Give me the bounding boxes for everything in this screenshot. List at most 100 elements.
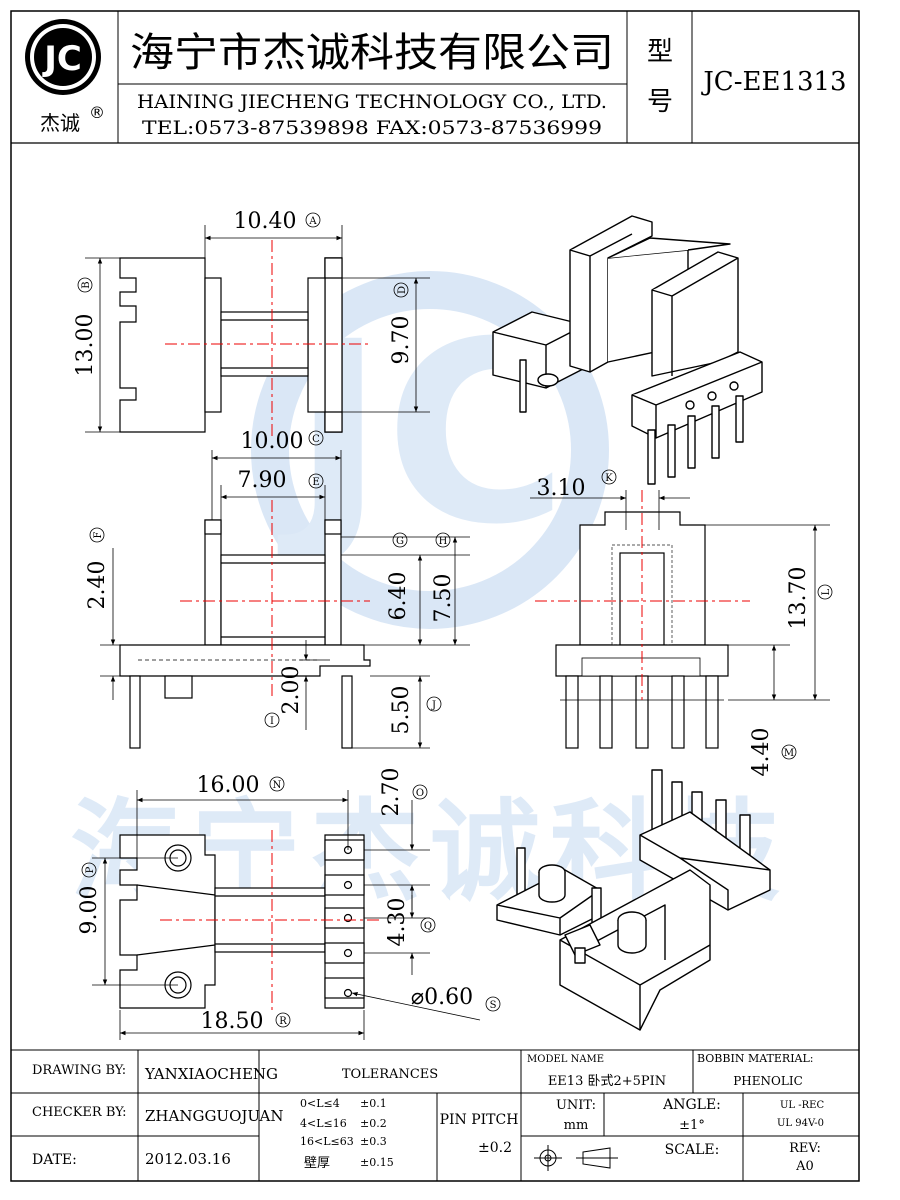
tol-range: 16<L≤63 bbox=[300, 1135, 354, 1148]
dim-O-value: 2.70 bbox=[379, 768, 404, 817]
dim-M: 4.40 M bbox=[749, 728, 797, 777]
dim-P-value: 9.00 bbox=[77, 886, 102, 935]
dim-D-value: 9.70 bbox=[389, 316, 414, 365]
dim-G: 6.40 G bbox=[386, 532, 411, 621]
sheet-border bbox=[10, 10, 860, 1182]
centerlines-view1 bbox=[165, 240, 370, 440]
centerlines-view4 bbox=[160, 830, 380, 1010]
view-side bbox=[119, 519, 371, 749]
date-label: DATE: bbox=[32, 1152, 77, 1168]
view-bottom bbox=[119, 834, 365, 1009]
dimension-labels: 10.40 A 13.00 B 9.70 D 10.00 C 7.90 E 2.… bbox=[73, 209, 833, 1034]
dim-J: 5.50 J bbox=[389, 686, 442, 735]
tolerances-label: TOLERANCES bbox=[342, 1067, 438, 1082]
dim-H: 7.50 H bbox=[431, 532, 456, 623]
dim-J-value: 5.50 bbox=[389, 686, 414, 735]
model-label-2: 号 bbox=[647, 87, 673, 117]
dim-K-value: 3.10 bbox=[537, 476, 586, 501]
date-value: 2012.03.16 bbox=[145, 1150, 231, 1168]
dim-C: 10.00 C bbox=[241, 429, 324, 454]
dim-G-value: 6.40 bbox=[386, 572, 411, 621]
angle-label: ANGLE: bbox=[662, 1097, 721, 1113]
dim-C-value: 10.00 bbox=[241, 429, 304, 454]
drawing-by-value: YANXIAOCHENG bbox=[144, 1065, 278, 1083]
checker-by-value: ZHANGGUOJUAN bbox=[145, 1107, 284, 1125]
dimensions-view3 bbox=[530, 490, 830, 701]
dim-N: 16.00 N bbox=[197, 773, 285, 798]
dim-J-mark: J bbox=[431, 700, 436, 711]
model-number: JC-EE1313 bbox=[700, 67, 846, 97]
title-block-text: DRAWING BY: YANXIAOCHENG CHECKER BY: ZHA… bbox=[32, 1052, 824, 1174]
dim-H-mark: H bbox=[439, 536, 448, 547]
dim-L-mark: L bbox=[821, 588, 832, 595]
rev-value: A0 bbox=[795, 1159, 814, 1174]
dim-K-mark: K bbox=[605, 473, 613, 484]
dim-G-mark: G bbox=[396, 536, 404, 547]
company-name-en: HAINING JIECHENG TECHNOLOGY CO., LTD. bbox=[137, 91, 607, 113]
watermark-ring bbox=[251, 271, 609, 629]
dim-D: 9.70 D bbox=[389, 282, 414, 365]
dim-P: 9.00 P bbox=[77, 862, 102, 935]
centerlines-view3 bbox=[535, 490, 750, 700]
unit-value: mm bbox=[564, 1118, 589, 1133]
rev-label: REV: bbox=[789, 1141, 821, 1156]
tol-value: ±0.15 bbox=[360, 1156, 394, 1169]
dim-M-value: 4.40 bbox=[749, 728, 774, 777]
bobbin-material-label: BOBBIN MATERIAL: bbox=[697, 1052, 814, 1065]
view-front-top bbox=[119, 257, 343, 433]
dim-S-value: ⌀0.60 bbox=[411, 985, 473, 1010]
title-block bbox=[11, 1049, 859, 1181]
dim-E: 7.90 E bbox=[238, 468, 324, 493]
registered-mark: ® bbox=[89, 103, 105, 122]
pin-pitch-value: ±0.2 bbox=[478, 1140, 512, 1156]
dim-S-mark: S bbox=[490, 1000, 497, 1011]
dim-R: 18.50 R bbox=[201, 1009, 291, 1034]
dim-B: 13.00 B bbox=[73, 277, 98, 377]
ul-94v0: UL 94V-0 bbox=[777, 1118, 824, 1129]
dim-F-mark: F bbox=[93, 531, 104, 538]
dim-A-mark: A bbox=[308, 216, 317, 227]
dim-H-value: 7.50 bbox=[431, 574, 456, 623]
dim-R-mark: R bbox=[279, 1016, 287, 1027]
tol-value: ±0.3 bbox=[360, 1135, 387, 1148]
isometric-view-top bbox=[492, 215, 763, 485]
logo-caption: 杰诚 bbox=[40, 111, 80, 135]
dim-O-mark: O bbox=[416, 788, 424, 799]
dim-K: 3.10 K bbox=[537, 469, 617, 501]
checker-by-label: CHECKER BY: bbox=[32, 1105, 127, 1120]
isometric-view-bottom bbox=[496, 769, 771, 1031]
dim-F: 2.40 F bbox=[85, 527, 110, 610]
tol-value: ±0.2 bbox=[360, 1117, 387, 1130]
dim-O: 2.70 O bbox=[379, 768, 428, 817]
dim-A-value: 10.40 bbox=[234, 209, 297, 234]
pin-pitch-label: PIN PITCH bbox=[440, 1112, 519, 1128]
dim-S: ⌀0.60 S bbox=[411, 985, 501, 1012]
dim-N-mark: N bbox=[273, 780, 282, 791]
model-name-label: MODEL NAME bbox=[527, 1054, 604, 1065]
ul-rec: UL -REC bbox=[780, 1100, 824, 1111]
dim-R-value: 18.50 bbox=[201, 1009, 264, 1034]
tolerance-rows: 0<L≤4 ±0.1 4<L≤16 ±0.2 16<L≤63 ±0.3 壁厚 ±… bbox=[300, 1097, 394, 1171]
dim-B-mark: B bbox=[81, 281, 92, 288]
dimensions-view2 bbox=[100, 450, 470, 749]
dim-A: 10.40 A bbox=[234, 209, 321, 234]
tol-range: 4<L≤16 bbox=[300, 1117, 347, 1130]
drawing-by-label: DRAWING BY: bbox=[32, 1063, 126, 1078]
dim-E-value: 7.90 bbox=[238, 468, 287, 493]
angle-value: ±1° bbox=[679, 1118, 705, 1133]
bobbin-material-value: PHENOLIC bbox=[733, 1074, 803, 1088]
dim-L-value: 13.70 bbox=[786, 567, 811, 630]
tol-value: ±0.1 bbox=[360, 1097, 387, 1110]
header: JC 杰诚 ® 海宁市杰诚科技有限公司 HAINING JIECHENG TEC… bbox=[11, 11, 859, 144]
dim-F-value: 2.40 bbox=[85, 561, 110, 610]
dim-B-value: 13.00 bbox=[73, 314, 98, 377]
dim-P-mark: P bbox=[85, 866, 96, 873]
centerlines-view2 bbox=[180, 500, 370, 700]
dim-N-value: 16.00 bbox=[197, 773, 260, 798]
model-label-1: 型 bbox=[647, 37, 673, 67]
scale-label: SCALE: bbox=[665, 1142, 720, 1158]
logo-text: JC bbox=[42, 39, 82, 79]
dim-M-mark: M bbox=[784, 748, 794, 759]
dim-Q: 4.30 Q bbox=[385, 898, 436, 946]
